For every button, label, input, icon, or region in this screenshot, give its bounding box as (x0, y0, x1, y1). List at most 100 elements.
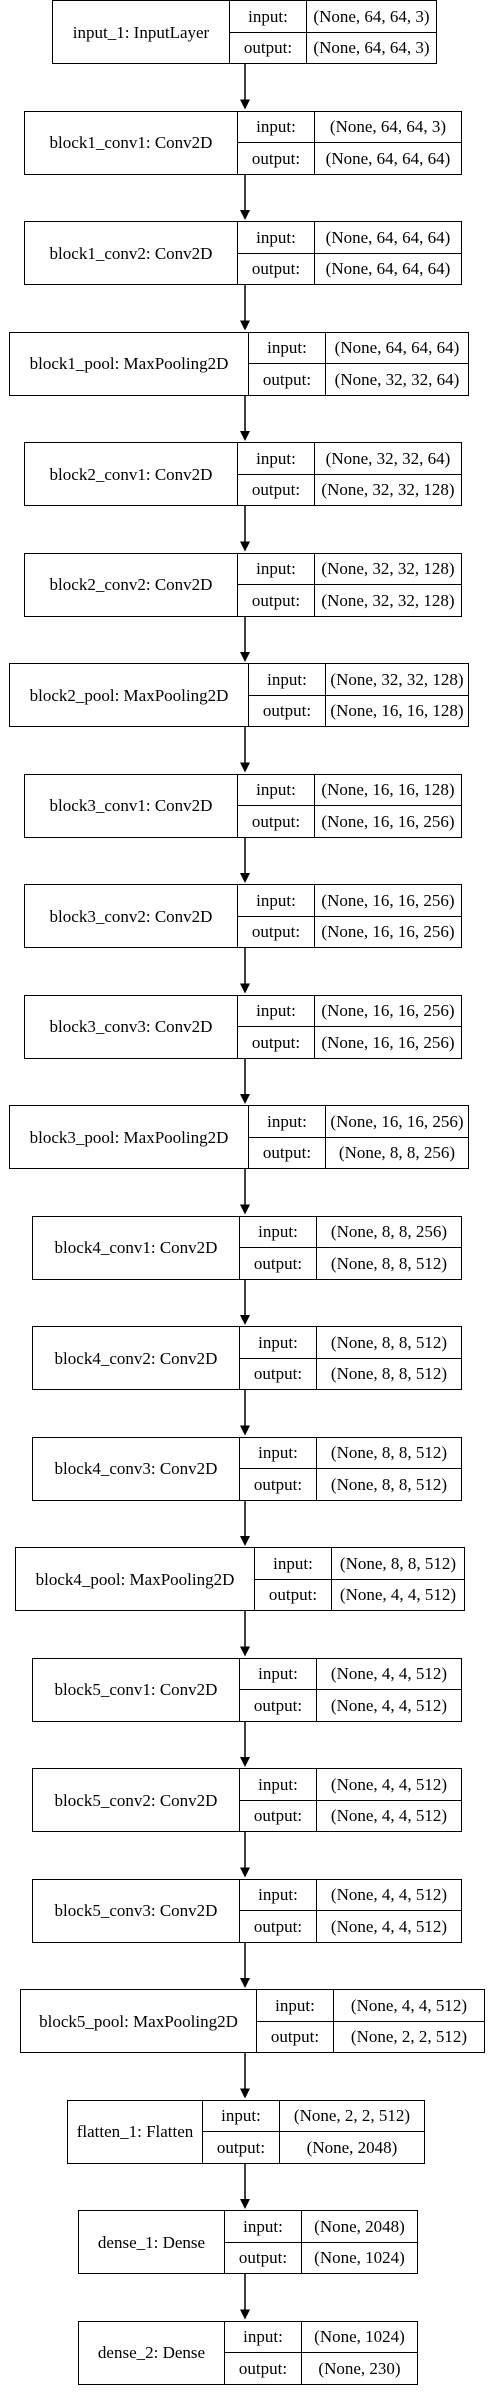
output-label: output: (268, 1585, 318, 1605)
input-label: input: (230, 1, 306, 33)
io-values: (None, 16, 16, 256) (None, 16, 16, 256) (315, 996, 461, 1058)
input-shape: (None, 4, 4, 512) (317, 1880, 461, 1911)
io-values: (None, 64, 64, 64)(None, 32, 32, 64) (326, 333, 468, 395)
input-shape: (None, 32, 32, 64) (315, 443, 461, 475)
io-values: (None, 2048)(None, 1024) (302, 2211, 417, 2273)
output-label: output: (238, 2248, 288, 2268)
arrow-head-icon (240, 1425, 250, 1436)
input-label: input: (255, 1548, 331, 1580)
output-shape: (None, 2, 2, 512) (350, 2027, 468, 2047)
output-shape: (None, 4, 4, 512) (330, 1806, 448, 1826)
input-label: input: (240, 1438, 316, 1469)
output-label: output: (253, 1916, 303, 1936)
arrow-head-icon (240, 1978, 250, 1988)
input-shape: (None, 16, 16, 256) (326, 1106, 468, 1138)
io-labels: input:output: (240, 1437, 317, 1500)
input-label: input: (225, 2211, 301, 2243)
arrow-head-icon (240, 1094, 250, 1104)
input-shape: (None, 32, 32, 128) (326, 664, 468, 696)
input-label: input: (238, 112, 314, 143)
input-shape: (None, 16, 16, 128) (315, 775, 461, 806)
output-shape: (None, 4, 4, 512) (330, 1916, 448, 1936)
io-values: (None, 8, 8, 512) (None, 8, 8, 512) (317, 1327, 461, 1389)
input-shape: (None, 2, 2, 512) (280, 2101, 424, 2132)
output-shape: (None, 8, 8, 512) (330, 1253, 448, 1273)
output-label: output: (243, 38, 293, 58)
input-shape: (None, 64, 64, 64) (326, 333, 468, 364)
input-shape: (None, 4, 4, 512) (317, 1769, 461, 1801)
layer-name: block5_conv1: Conv2D (33, 1658, 240, 1721)
input-shape: (None, 64, 64, 3) (307, 1, 436, 33)
input-label: input: (240, 1327, 316, 1359)
arrow-head-icon (240, 320, 250, 331)
io-values: (None, 64, 64, 3)(None, 64, 64, 64) (315, 112, 461, 174)
io-labels: input: output: (255, 1548, 332, 1610)
arrow-head-icon (240, 541, 250, 552)
io-values: (None, 4, 4, 512)(None, 2, 2, 512) (334, 1990, 484, 2052)
io-labels: input: output: (238, 222, 315, 284)
output-label: output: (270, 2027, 320, 2047)
arrow-head-icon (240, 873, 250, 883)
io-values: (None, 32, 32, 64)(None, 32, 32, 128) (315, 443, 461, 505)
layer-name: block4_conv2: Conv2D (33, 1327, 240, 1389)
layer-name: block2_conv1: Conv2D (25, 443, 238, 505)
layer-name: block3_conv1: Conv2D (25, 774, 238, 837)
arrow-head-icon (240, 431, 250, 441)
layer-name: block5_conv2: Conv2D (33, 1769, 240, 1831)
input-shape: (None, 1024) (302, 2322, 417, 2353)
arrow-head-icon (240, 1315, 250, 1325)
output-label: output: (251, 590, 301, 610)
output-label: output: (253, 1695, 303, 1715)
input-label: input: (238, 775, 314, 806)
layer-name: block4_pool: MaxPooling2D (16, 1548, 255, 1610)
io-labels: input:output: (240, 1216, 317, 1279)
io-labels: input:output: (238, 443, 315, 505)
layer-name: block4_conv3: Conv2D (33, 1437, 240, 1500)
output-shape: (None, 8, 8, 512) (330, 1474, 448, 1494)
layer-name: block3_pool: MaxPooling2D (10, 1106, 249, 1168)
layer-name: block1_conv2: Conv2D (25, 222, 238, 284)
input-label: input: (240, 1769, 316, 1801)
io-values: (None, 4, 4, 512) (None, 4, 4, 512) (317, 1880, 461, 1942)
output-shape: (None, 230) (318, 2358, 401, 2378)
output-shape: (None, 16, 16, 128) (330, 701, 464, 721)
input-label: input: (238, 222, 314, 254)
io-values: (None, 4, 4, 512)(None, 4, 4, 512) (317, 1659, 461, 1721)
output-label: output: (251, 259, 301, 279)
input-shape: (None, 16, 16, 256) (315, 996, 461, 1027)
output-shape: (None, 1024) (314, 2248, 405, 2268)
input-label: input: (249, 333, 325, 364)
io-values: (None, 2, 2, 512)(None, 2048) (280, 2101, 424, 2163)
arrow-head-icon (240, 1204, 250, 1215)
io-labels: input:output: (238, 111, 315, 174)
output-label: output: (253, 1364, 303, 1384)
output-label: output: (262, 701, 312, 721)
input-shape: (None, 8, 8, 512) (317, 1327, 461, 1359)
output-label: output: (253, 1806, 303, 1826)
input-shape: (None, 64, 64, 3) (315, 112, 461, 143)
output-shape: (None, 8, 8, 512) (330, 1364, 448, 1384)
io-values: (None, 64, 64, 3)(None, 64, 64, 3) (307, 1, 436, 63)
input-label: input: (249, 664, 325, 696)
io-values: (None, 64, 64, 64)(None, 64, 64, 64) (315, 222, 461, 284)
io-values: (None, 16, 16, 128)(None, 16, 16, 256) (315, 775, 461, 837)
output-shape: (None, 16, 16, 256) (321, 1032, 455, 1052)
output-shape: (None, 8, 8, 256) (338, 1143, 456, 1163)
io-values: (None, 1024) (None, 230) (302, 2322, 417, 2384)
input-label: input: (203, 2101, 279, 2132)
layer-name: block3_conv2: Conv2D (25, 885, 238, 947)
arrow-head-icon (240, 983, 250, 994)
layer-name: block4_conv1: Conv2D (33, 1216, 240, 1279)
layer-name: flatten_1: Flatten (68, 2100, 203, 2163)
